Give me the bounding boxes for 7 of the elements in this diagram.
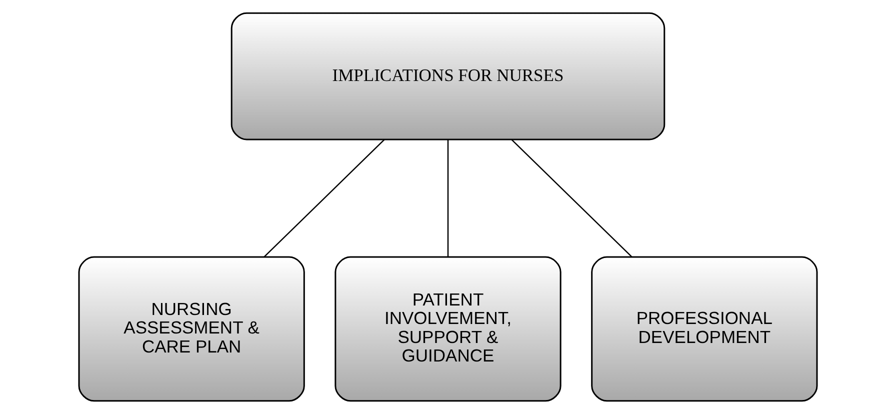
connector: [510, 139, 632, 258]
node-box: PROFESSIONAL DEVELOPMENT: [590, 256, 818, 402]
node-box: PATIENT INVOLVEMENT, SUPPORT & GUIDANCE: [334, 256, 561, 402]
connector: [263, 139, 384, 258]
connector: [446, 140, 448, 258]
node-box: IMPLICATIONS FOR NURSES: [230, 12, 665, 140]
node-box: NURSING ASSESSMENT & CARE PLAN: [78, 256, 304, 402]
